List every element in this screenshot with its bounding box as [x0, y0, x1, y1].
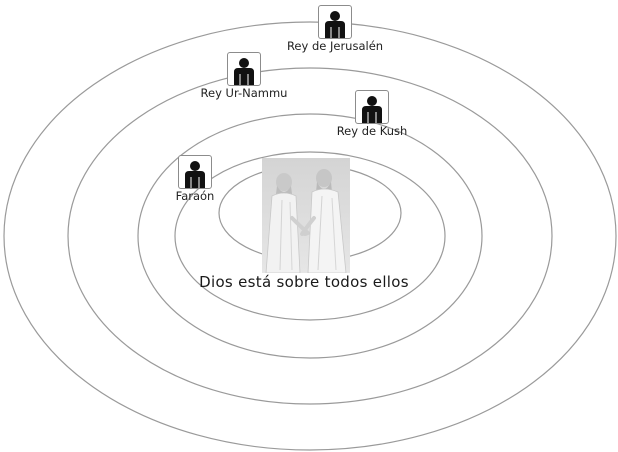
ruler-rey-de-jerusalen: Rey de Jerusalén [275, 5, 395, 53]
ruler-faraon: Faraón [135, 155, 255, 203]
ruler-label: Faraón [175, 189, 215, 203]
person-icon [318, 5, 352, 39]
two-robed-figures-picture [262, 158, 350, 273]
ring-outer [3, 21, 617, 451]
ring-third [67, 67, 553, 405]
ruler-label: Rey Ur-Nammu [200, 86, 288, 100]
ruler-rey-ur-nammu: Rey Ur-Nammu [184, 52, 304, 100]
person-icon [355, 90, 389, 124]
person-icon [178, 155, 212, 189]
ruler-label: Rey de Jerusalén [286, 39, 384, 53]
ruler-label: Rey de Kush [336, 124, 408, 138]
center-caption: Dios está sobre todos ellos [199, 273, 409, 291]
ring-second [137, 113, 483, 359]
ruler-rey-de-kush: Rey de Kush [312, 90, 432, 138]
ring-first [174, 151, 446, 321]
person-icon [227, 52, 261, 86]
